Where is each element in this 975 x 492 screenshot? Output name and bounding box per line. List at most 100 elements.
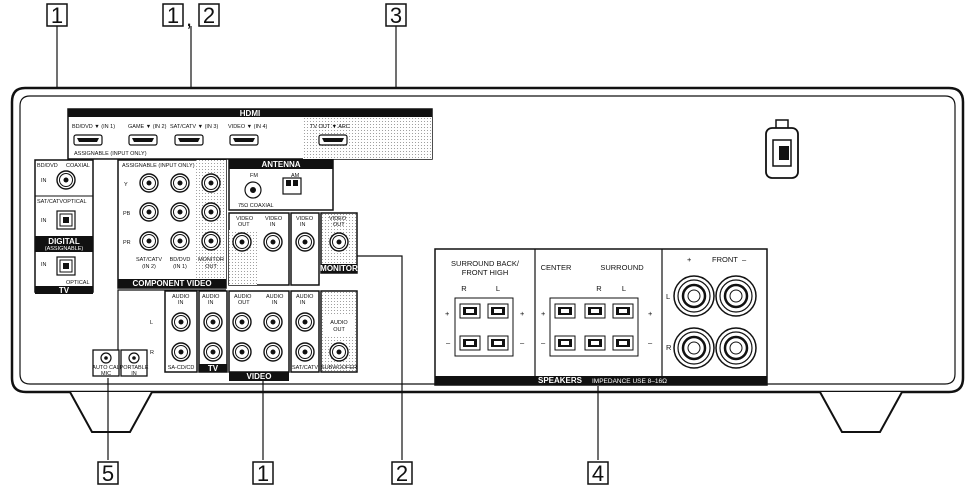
component-sat-pr-jack[interactable] <box>139 231 159 251</box>
svg-text:SAT/CATV: SAT/CATV <box>292 365 318 371</box>
audio-tv-l-jack[interactable] <box>203 312 223 332</box>
speaker-surround-r-minus[interactable] <box>584 335 606 351</box>
hdmi-port-sat-catv[interactable] <box>174 134 204 146</box>
svg-text:OUT: OUT <box>333 222 345 228</box>
hdmi-port-video[interactable] <box>229 134 259 146</box>
component-bd-y-jack[interactable] <box>170 173 190 193</box>
audio-section: AUDIO IN L R SA-CD/CD AUDIO IN TV AUDIO … <box>150 290 358 381</box>
svg-text:(IN 2): (IN 2) <box>142 264 156 270</box>
speaker-sb-l-plus[interactable] <box>487 303 509 319</box>
svg-text:PB: PB <box>123 211 131 217</box>
svg-text:HDMI: HDMI <box>240 109 260 118</box>
digital-optical-tv-jack[interactable] <box>56 256 76 276</box>
digital-optical-sat-jack[interactable] <box>56 210 76 230</box>
svg-text:4: 4 <box>592 461 604 486</box>
svg-text:OPTICAL: OPTICAL <box>66 280 90 286</box>
svg-text:+: + <box>541 309 546 318</box>
antenna-section: ANTENNA FM 75Ω COAXIAL AM <box>228 159 334 211</box>
svg-text:AUDIO: AUDIO <box>202 294 220 300</box>
svg-text:1: 1 <box>167 3 179 28</box>
monitor-video-out-jack[interactable] <box>329 232 349 252</box>
audio-tv-r-jack[interactable] <box>203 342 223 362</box>
audio-video-out-r-jack[interactable] <box>232 342 252 362</box>
audio-sacd-l-jack[interactable] <box>171 312 191 332</box>
subwoofer-out-jack[interactable] <box>329 342 349 362</box>
svg-text:OUT: OUT <box>205 264 217 270</box>
svg-text:VIDEO: VIDEO <box>296 216 314 222</box>
svg-text:AUDIO: AUDIO <box>234 294 252 300</box>
component-bd-pr-jack[interactable] <box>170 231 190 251</box>
svg-text:SA-CD/CD: SA-CD/CD <box>168 365 195 371</box>
component-sat-pb-jack[interactable] <box>139 202 159 222</box>
svg-text:–: – <box>520 338 525 347</box>
svg-text:3: 3 <box>390 3 402 28</box>
svg-text:R: R <box>461 284 467 293</box>
svg-text:IN: IN <box>208 300 214 306</box>
video-in-jack[interactable] <box>263 232 283 252</box>
digital-coaxial-jack[interactable] <box>56 170 76 190</box>
svg-text:AUDIO: AUDIO <box>172 294 190 300</box>
svg-text:SAT/CATV: SAT/CATV <box>136 257 162 263</box>
hdmi-port-bd-dvd[interactable] <box>73 134 103 146</box>
speaker-center-minus[interactable] <box>554 335 576 351</box>
audio-video-out-l-jack[interactable] <box>232 312 252 332</box>
svg-text:(IN 1): (IN 1) <box>173 264 187 270</box>
am-antenna-terminal[interactable] <box>282 177 302 195</box>
speaker-front-r-plus[interactable] <box>672 326 716 370</box>
svg-text:PORTABLE: PORTABLE <box>120 365 149 371</box>
svg-text:MONITOR: MONITOR <box>320 264 358 273</box>
video-out-jack[interactable] <box>232 232 252 252</box>
component-monitor-pb-jack[interactable] <box>201 202 221 222</box>
svg-text:FRONT: FRONT <box>712 255 738 264</box>
speaker-sb-r-minus[interactable] <box>459 335 481 351</box>
speaker-center-plus[interactable] <box>554 303 576 319</box>
audio-sat-r-jack[interactable] <box>295 342 315 362</box>
component-sat-y-jack[interactable] <box>139 173 159 193</box>
svg-text:OUT: OUT <box>238 300 250 306</box>
speaker-surround-l-plus[interactable] <box>612 303 634 319</box>
audio-sacd-r-jack[interactable] <box>171 342 191 362</box>
speaker-front-r-minus[interactable] <box>714 326 758 370</box>
svg-text:IN: IN <box>300 222 306 228</box>
audio-video-in-r-jack[interactable] <box>263 342 283 362</box>
svg-text:IN: IN <box>300 300 306 306</box>
audio-video-in-l-jack[interactable] <box>263 312 283 332</box>
svg-text:IN: IN <box>272 300 278 306</box>
svg-text:IN: IN <box>41 262 47 268</box>
speaker-sb-r-plus[interactable] <box>459 303 481 319</box>
svg-text:R: R <box>150 350 154 356</box>
svg-text:SUBWOOFER: SUBWOOFER <box>321 365 357 371</box>
svg-text:OUT: OUT <box>238 222 250 228</box>
audio-sat-l-jack[interactable] <box>295 312 315 332</box>
speaker-front-l-minus[interactable] <box>714 274 758 318</box>
svg-text:VIDEO: VIDEO <box>247 372 272 381</box>
speaker-surround-l-minus[interactable] <box>612 335 634 351</box>
component-bd-pb-jack[interactable] <box>170 202 190 222</box>
speakers-section: SURROUND BACK/ FRONT HIGH CENTER SURROUN… <box>434 248 768 386</box>
speaker-surround-r-plus[interactable] <box>584 303 606 319</box>
svg-text:OPTICAL: OPTICAL <box>63 199 87 205</box>
svg-text:BD/DVD: BD/DVD <box>37 163 58 169</box>
svg-text:L: L <box>150 320 153 326</box>
callout-top-left: 1 <box>46 3 68 28</box>
svg-text:1: 1 <box>257 461 269 486</box>
component-monitor-pr-jack[interactable] <box>201 231 221 251</box>
svg-text:TV OUT ▼ ARC: TV OUT ▼ ARC <box>310 124 350 130</box>
mic-portable-section: AUTO CAL MIC PORTABLE IN <box>92 349 149 377</box>
svg-text:CENTER: CENTER <box>541 263 572 272</box>
hdmi-port-tv-out[interactable] <box>318 134 348 146</box>
video-sat-in-jack[interactable] <box>295 232 315 252</box>
component-monitor-y-jack[interactable] <box>201 173 221 193</box>
svg-text:–: – <box>648 338 653 347</box>
hdmi-section: HDMI BD/DVD ▼ (IN 1) GAME ▼ (IN 2) SAT/C… <box>67 108 433 160</box>
svg-text:75Ω COAXIAL: 75Ω COAXIAL <box>238 203 274 209</box>
speaker-sb-l-minus[interactable] <box>487 335 509 351</box>
svg-text:COAXIAL: COAXIAL <box>66 163 90 169</box>
speaker-front-l-plus[interactable] <box>672 274 716 318</box>
svg-text:SURROUND BACK/: SURROUND BACK/ <box>451 259 520 268</box>
hdmi-port-game[interactable] <box>128 134 158 146</box>
video-section: VIDEO OUT VIDEO IN VIDEO IN VIDEO OUT MO… <box>228 212 358 286</box>
svg-text:L: L <box>666 292 670 301</box>
svg-text:SAT/CATV ▼ (IN 3): SAT/CATV ▼ (IN 3) <box>170 124 218 130</box>
